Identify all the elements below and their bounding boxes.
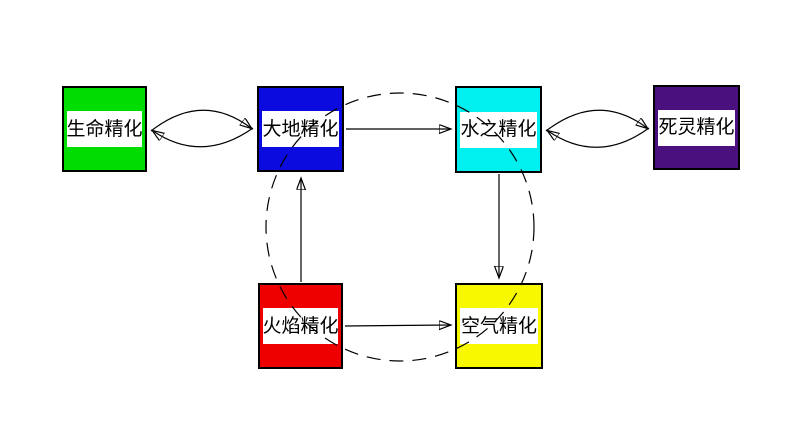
edge-earth-life-lower-curve bbox=[153, 127, 254, 148]
node-life-label-strip: 生命精化 bbox=[66, 111, 143, 147]
node-fire: 火焰精化 bbox=[258, 283, 343, 369]
node-water: 水之精化 bbox=[455, 86, 542, 173]
node-water-label-strip: 水之精化 bbox=[460, 111, 537, 148]
node-life-label: 生命精化 bbox=[66, 118, 143, 140]
node-earth-label: 大地精化 bbox=[262, 118, 339, 140]
node-undead-label: 死灵精化 bbox=[658, 117, 735, 138]
node-air-label-strip: 空气精化 bbox=[460, 308, 538, 344]
node-undead-label-strip: 死灵精化 bbox=[658, 109, 735, 146]
edge-undead-water-lower-curve bbox=[548, 127, 650, 148]
edge-fire-to-air bbox=[344, 325, 450, 326]
node-earth-label-strip: 大地精化 bbox=[262, 111, 339, 147]
node-water-label: 水之精化 bbox=[460, 119, 537, 140]
node-life: 生命精化 bbox=[62, 86, 147, 172]
node-fire-label-strip: 火焰精化 bbox=[262, 308, 339, 344]
edge-water-undead-upper-curve bbox=[545, 109, 647, 132]
node-undead: 死灵精化 bbox=[653, 85, 740, 170]
node-air: 空气精化 bbox=[455, 283, 543, 369]
node-air-label: 空气精化 bbox=[460, 315, 537, 337]
node-earth: 大地精化 bbox=[257, 86, 344, 172]
node-fire-label: 火焰精化 bbox=[262, 315, 339, 337]
edge-life-earth-upper-curve bbox=[150, 109, 251, 132]
